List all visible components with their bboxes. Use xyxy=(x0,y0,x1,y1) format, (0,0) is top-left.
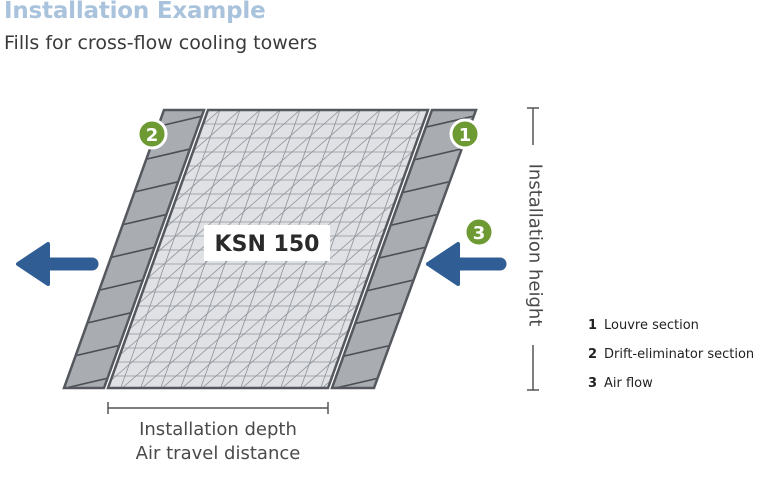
legend-number: 1 xyxy=(588,318,598,333)
installation-height-label: Installation height xyxy=(524,163,546,327)
marker-3-number: 3 xyxy=(473,223,486,244)
legend: 1 Louvre section 2 Drift-eliminator sect… xyxy=(588,318,754,405)
installation-depth-label: Installation depth Air travel distance xyxy=(110,418,326,466)
fill-label-text: KSN 150 xyxy=(215,232,320,257)
page-title: Installation Example xyxy=(4,0,266,24)
fill-label: KSN 150 xyxy=(204,225,330,261)
air-in-arrow-icon xyxy=(426,242,507,286)
legend-label: Louvre section xyxy=(604,318,699,333)
depth-label-line1: Installation depth xyxy=(139,419,297,440)
air-out-arrow-icon xyxy=(16,242,99,286)
legend-label: Drift-eliminator section xyxy=(604,347,755,362)
marker-2-number: 2 xyxy=(146,125,159,146)
page-subtitle: Fills for cross-flow cooling towers xyxy=(4,32,318,54)
legend-number: 3 xyxy=(588,376,598,391)
legend-label: Air flow xyxy=(604,376,653,391)
legend-item-drift-eliminator: 2 Drift-eliminator section xyxy=(588,347,754,376)
depth-label-line2: Air travel distance xyxy=(135,443,301,464)
marker-louvre: 1 xyxy=(449,118,481,150)
depth-dimension-line xyxy=(107,402,329,414)
legend-item-louvre: 1 Louvre section xyxy=(588,318,754,347)
marker-drift-eliminator: 2 xyxy=(136,118,168,150)
height-dimension-line xyxy=(527,107,539,391)
legend-number: 2 xyxy=(588,347,598,362)
marker-1-number: 1 xyxy=(459,125,472,146)
legend-item-air-flow: 3 Air flow xyxy=(588,376,754,405)
marker-air-flow: 3 xyxy=(463,216,495,248)
